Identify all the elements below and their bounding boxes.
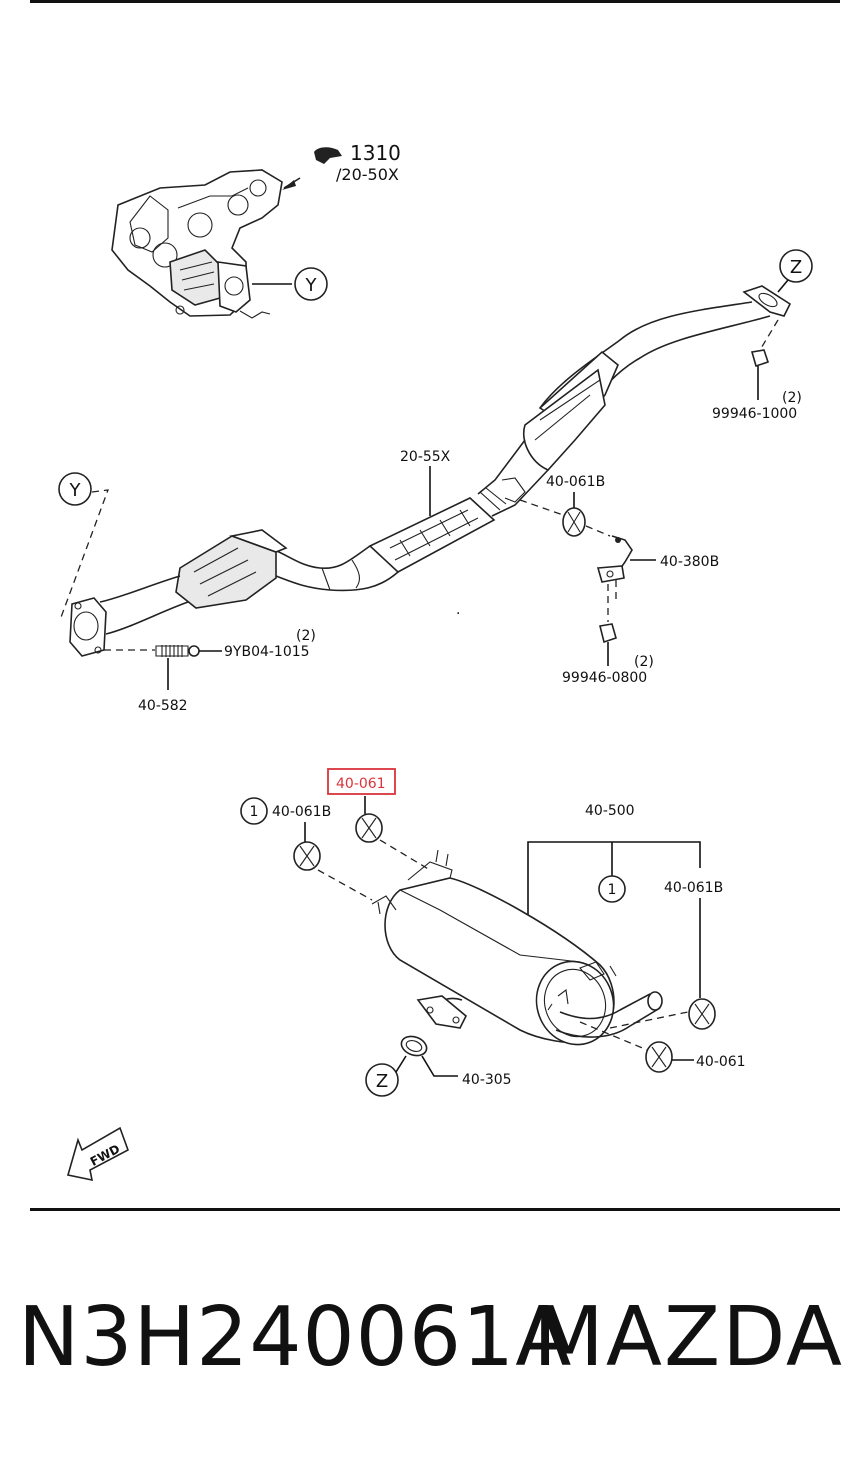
rubber-hanger-40-061-top[interactable] [355,813,383,843]
highlight-40-061[interactable]: 40-061 [327,768,396,795]
exhaust-diagram: 1310 /20-50X Y Z [58,141,813,1182]
front-pipe-assembly[interactable] [69,285,792,657]
bottom-rule [30,1208,840,1211]
brand-name: MAZDA [533,1290,844,1385]
callout-1-left[interactable]: 1 [240,797,268,825]
part-40-305-label: 40-305 [462,1072,512,1088]
part-99946-0800-label: 99946-0800 [562,670,647,686]
svg-text:Z: Z [790,257,802,278]
qty-99946-1000: (2) [782,390,802,406]
part-99946-1000-label: 99946-1000 [712,406,797,422]
qty-99946-0800: (2) [634,654,654,670]
svg-text:1: 1 [250,804,259,820]
nut-99946-1000[interactable] [750,349,770,368]
rubber-hanger-40-061b-right[interactable] [688,998,716,1030]
part-40-061b-right-label: 40-061B [664,880,723,896]
qty-9yb04: (2) [296,628,316,644]
svg-text:1: 1 [608,882,617,898]
top-rule [30,0,840,3]
part-9yb04-1015-label: 9YB04-1015 [224,644,310,660]
spring-bolt-40-582[interactable] [155,645,200,657]
part-40-380b-label: 40-380B [660,554,719,570]
part-40-061b-upper-label: 40-061B [546,474,605,490]
part-40-061-right-label: 40-061 [696,1054,746,1070]
callout-z-top[interactable]: Z [779,249,813,283]
svg-text:40-061: 40-061 [336,776,386,792]
callout-z-bottom[interactable]: Z [365,1063,399,1097]
ref-1310-label: 1310 [350,141,401,165]
main-silencer[interactable] [371,849,663,1055]
exhaust-manifold[interactable] [111,169,283,319]
callout-1-right[interactable]: 1 [598,875,626,903]
nut-99946-0800[interactable] [599,623,617,644]
rubber-hanger-40-061b-upper[interactable] [562,507,586,537]
bolt-symbol [282,147,342,190]
footer: N3H240061A MAZDA [0,1290,864,1410]
part-40-500-label: 40-500 [585,803,635,819]
part-40-582-label: 40-582 [138,698,188,714]
gasket-40-305[interactable] [399,1033,430,1059]
fwd-arrow-icon: FWD [66,1126,129,1182]
svg-text:Y: Y [305,275,318,296]
rubber-hanger-40-061b-left[interactable] [293,841,321,871]
part-number: N3H240061A [18,1290,573,1385]
part-40-061b-left-label: 40-061B [272,804,331,820]
svg-text:.: . [456,602,460,618]
callout-y-left[interactable]: Y [58,472,92,506]
part-20-55x-label: 20-55X [400,449,451,465]
callout-y-top[interactable]: Y [294,267,328,301]
rubber-hanger-40-061-right[interactable] [645,1041,673,1073]
ref-20-50x-label: /20-50X [336,165,399,184]
svg-text:Y: Y [69,480,82,501]
bracket-40-380b[interactable] [596,535,633,583]
svg-text:Z: Z [376,1071,388,1092]
